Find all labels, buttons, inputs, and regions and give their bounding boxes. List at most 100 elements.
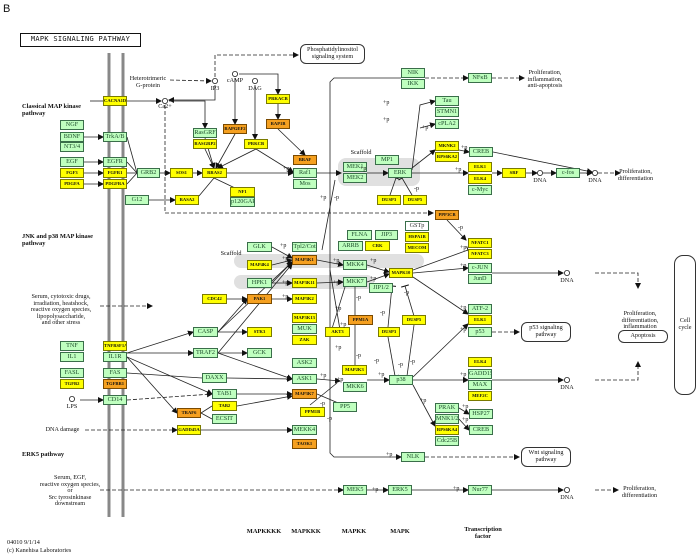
gene-node-tpl2cot[interactable]: Tpl2/Cot (292, 242, 317, 252)
gene-node-fgfr1[interactable]: FGFR1 (103, 168, 127, 178)
gene-node-tnfrsf1a[interactable]: TNFRSF1A (103, 341, 127, 351)
gene-node-tgfb2[interactable]: TGFB2 (60, 379, 84, 389)
gene-node-rap1b[interactable]: RAP1B (266, 119, 290, 129)
gene-node-sos1[interactable]: SOS1 (170, 168, 193, 178)
gene-node-g12[interactable]: G12 (125, 195, 149, 205)
gene-node-mknk2[interactable]: MKNK2 (435, 141, 459, 151)
gene-node-rasgrp2[interactable]: RASGRP2 (193, 139, 217, 149)
gene-node-prkcb[interactable]: PRKCB (244, 139, 268, 149)
gene-node-mos[interactable]: Mos (293, 179, 317, 189)
gene-node-creba[interactable]: CREB (469, 147, 493, 157)
gene-node-braf[interactable]: BRAF (293, 155, 317, 165)
gene-node-cjun[interactable]: c-JUN (468, 263, 492, 273)
gene-node-stk3[interactable]: STK3 (247, 327, 272, 337)
gene-node-pak1[interactable]: PAK1 (247, 294, 272, 304)
gene-node-grb2[interactable]: GRB2 (137, 168, 160, 178)
gene-node-rasgrf[interactable]: RasGRF (193, 128, 217, 138)
gene-node-rras2[interactable]: RRAS2 (202, 168, 227, 178)
gene-node-egfr[interactable]: EGFR (103, 157, 127, 167)
gene-node-hsp27[interactable]: HSP27 (469, 409, 493, 419)
gene-node-atf2[interactable]: ATF-2 (468, 304, 492, 314)
gene-node-cfos[interactable]: c-fos (556, 168, 580, 178)
pathway-link-apoptosis[interactable]: Apoptosis (618, 330, 668, 343)
gene-node-casp[interactable]: CASP (193, 327, 218, 337)
gene-node-crebb[interactable]: CREB (469, 425, 493, 435)
gene-node-mkk4[interactable]: MKK4 (343, 260, 367, 270)
gene-node-map3k13[interactable]: MAP3K13 (292, 313, 317, 323)
gene-node-hspa1b[interactable]: HSPA1B (405, 232, 429, 242)
gene-node-zak[interactable]: ZAK (292, 335, 317, 345)
gene-node-mkk6[interactable]: MKK6 (343, 382, 367, 392)
gene-node-map2k3[interactable]: MAP2K3 (342, 365, 367, 375)
gene-node-gadd153[interactable]: GADD153 (468, 369, 492, 379)
gene-node-map4k4[interactable]: MAP4K4 (247, 260, 272, 270)
gene-node-erk5[interactable]: ERK5 (388, 485, 412, 495)
gene-node-stmn1[interactable]: STMN1 (435, 107, 459, 117)
gene-node-tab1[interactable]: TAB1 (212, 389, 237, 399)
gene-node-prkacb[interactable]: PRKACB (266, 94, 290, 104)
gene-node-elk1a[interactable]: ELK1 (468, 162, 492, 172)
gene-node-ppm1a[interactable]: PPM1A (348, 315, 373, 325)
gene-node-mek5[interactable]: MEK5 (343, 485, 367, 495)
gene-node-max[interactable]: MAX (468, 380, 492, 390)
gene-node-mek2[interactable]: MEK2 (343, 173, 367, 183)
gene-node-dusp3b[interactable]: DUSP3 (378, 327, 400, 337)
gene-node-ask1[interactable]: ASK1 (292, 374, 317, 384)
gene-node-nlk[interactable]: NLK (401, 452, 425, 462)
gene-node-p53[interactable]: p53 (468, 327, 492, 337)
gene-node-pdgfra[interactable]: PDGFRA (103, 179, 127, 189)
gene-node-mnk12[interactable]: MNK1/2 (435, 414, 459, 424)
gene-node-ppp3cb[interactable]: PPP3CB (435, 210, 459, 220)
gene-node-dusp5a[interactable]: DUSP5 (403, 195, 427, 205)
gene-node-glk[interactable]: GLK (247, 242, 272, 252)
gene-node-map3k1[interactable]: MAP3K1 (292, 255, 317, 265)
gene-node-gck[interactable]: GCK (247, 348, 272, 358)
pathway-link-cell-cycle[interactable]: Cell cycle (674, 255, 696, 395)
gene-node-fas[interactable]: FAS (103, 368, 127, 378)
gene-node-cdc25b[interactable]: Cdc25B (435, 436, 459, 446)
gene-node-rapgef2[interactable]: RAPGEF2 (223, 124, 247, 134)
gene-node-raf1[interactable]: Raf1 (293, 168, 317, 178)
gene-node-jip3[interactable]: JIP3 (375, 230, 398, 240)
gene-node-p120gap[interactable]: p120GAP (230, 197, 255, 207)
gene-node-tgfbr1[interactable]: TGFBR1 (103, 379, 127, 389)
gene-node-il1[interactable]: IL1 (60, 352, 84, 362)
gene-node-map3k11[interactable]: MAP3K11 (292, 278, 317, 288)
gene-node-elk4a[interactable]: ELK4 (468, 174, 492, 184)
gene-node-jip12[interactable]: JIP1/2 (369, 283, 393, 293)
gene-node-daxx[interactable]: DAXX (202, 373, 227, 383)
gene-node-erk[interactable]: ERK (388, 168, 412, 178)
gene-node-muk[interactable]: MUK (292, 324, 317, 334)
pathway-link-phosphatidylinositol[interactable]: Phosphatidylinositol signaling system (300, 44, 365, 64)
gene-node-tab2[interactable]: TAB2 (212, 401, 237, 411)
gene-node-bdnf[interactable]: BDNF (60, 132, 84, 142)
gene-node-jund[interactable]: JunD (468, 274, 492, 284)
gene-node-cd14[interactable]: CD14 (103, 395, 127, 405)
gene-node-p38[interactable]: p38 (389, 375, 413, 385)
gene-node-arrb[interactable]: ARRB (338, 241, 363, 251)
gene-node-gstp[interactable]: GSTp (405, 221, 429, 231)
pathway-link-wnt[interactable]: Wnt signaling pathway (521, 447, 571, 467)
gene-node-ikk[interactable]: IKK (401, 79, 425, 89)
gene-node-fgf3[interactable]: FGF3 (60, 168, 84, 178)
gene-node-dusp3a[interactable]: DUSP3 (377, 195, 401, 205)
gene-node-mecom[interactable]: MECOM (405, 243, 429, 253)
gene-node-cmyc[interactable]: c-Myc (468, 185, 492, 195)
gene-node-prak[interactable]: PRAK (435, 403, 459, 413)
gene-node-traf2[interactable]: TRAF2 (193, 348, 218, 358)
gene-node-gadd45a[interactable]: GADD45A (177, 425, 201, 435)
gene-node-ask2[interactable]: ASK2 (292, 358, 317, 368)
gene-node-crk[interactable]: CRK (365, 241, 390, 251)
gene-node-nik[interactable]: NIK (401, 68, 425, 78)
gene-node-cpla2[interactable]: cPLA2 (435, 119, 459, 129)
gene-node-mp1[interactable]: MP1 (375, 155, 399, 165)
gene-node-cdc42[interactable]: CDC42 (202, 294, 227, 304)
gene-node-srf[interactable]: SRF (502, 168, 526, 178)
gene-node-egf[interactable]: EGF (60, 157, 84, 167)
gene-node-elk1b[interactable]: ELK1 (468, 315, 492, 325)
gene-node-ecsit[interactable]: ECSIT (212, 414, 237, 424)
gene-node-nfkb[interactable]: NFκB (468, 73, 492, 83)
gene-node-mkk7[interactable]: MKK7 (343, 277, 367, 287)
gene-node-nt34[interactable]: NT3/4 (60, 142, 84, 152)
gene-node-elk4b[interactable]: ELK4 (468, 357, 492, 367)
